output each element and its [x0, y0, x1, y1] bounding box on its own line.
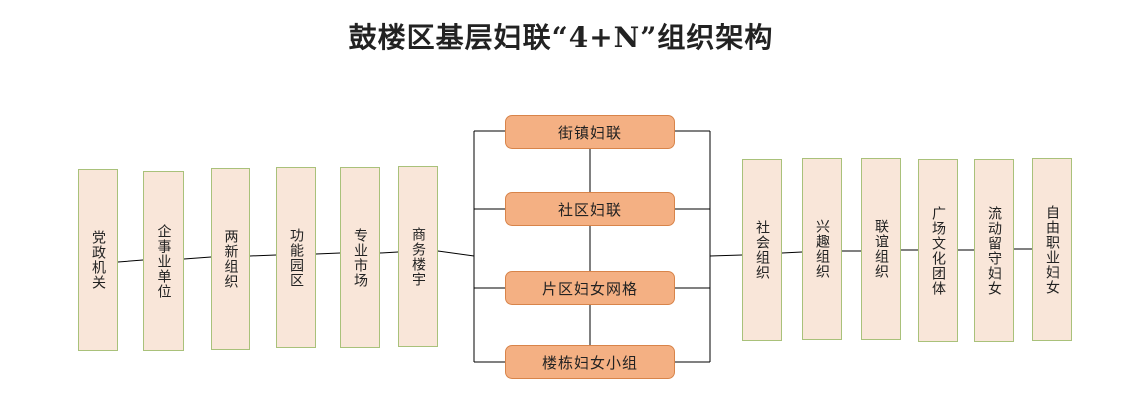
- left-unit-label: 商务楼宇: [410, 226, 426, 287]
- right-unit-box: 自由职业妇女: [1032, 158, 1072, 341]
- left-unit-label: 专业市场: [352, 227, 368, 288]
- left-unit-label: 两新组织: [222, 229, 239, 289]
- center-unit-label: 楼栋妇女小组: [541, 353, 638, 372]
- right-unit-box: 广场文化团体: [918, 159, 958, 342]
- diagram-title: 鼓楼区基层妇联“4+N”组织架构: [348, 21, 774, 54]
- left-unit-label: 功能园区: [288, 227, 304, 288]
- right-unit-label: 自由职业妇女: [1044, 204, 1060, 295]
- right-unit-label: 流动留守妇女: [986, 205, 1002, 296]
- left-unit-box: 商务楼宇: [398, 166, 438, 347]
- left-unit-box: 专业市场: [340, 167, 380, 348]
- center-unit-box: 楼栋妇女小组: [505, 345, 675, 379]
- left-unit-box: 功能园区: [276, 167, 316, 348]
- right-unit-label: 广场文化团体: [930, 205, 946, 296]
- center-unit-label: 街镇妇联: [557, 123, 622, 142]
- right-unit-box: 社会组织: [742, 159, 782, 341]
- center-unit-label: 社区妇联: [557, 200, 622, 219]
- center-unit-box: 社区妇联: [505, 192, 675, 226]
- left-unit-box: 两新组织: [211, 168, 250, 350]
- left-unit-box: 党政机关: [78, 169, 118, 351]
- right-unit-box: 联谊组织: [861, 158, 901, 340]
- right-unit-box: 流动留守妇女: [974, 159, 1014, 342]
- center-unit-label: 片区妇女网格: [541, 279, 638, 298]
- left-unit-label: 党政机关: [90, 230, 106, 290]
- right-unit-label: 社会组织: [754, 220, 770, 280]
- left-unit-box: 企事业单位: [143, 171, 184, 351]
- right-unit-box: 兴趣组织: [802, 158, 842, 340]
- right-unit-label: 兴趣组织: [814, 219, 830, 279]
- left-unit-label: 企事业单位: [155, 223, 172, 299]
- center-unit-box: 街镇妇联: [505, 115, 675, 149]
- right-unit-label: 联谊组织: [873, 219, 889, 279]
- center-unit-box: 片区妇女网格: [505, 271, 675, 305]
